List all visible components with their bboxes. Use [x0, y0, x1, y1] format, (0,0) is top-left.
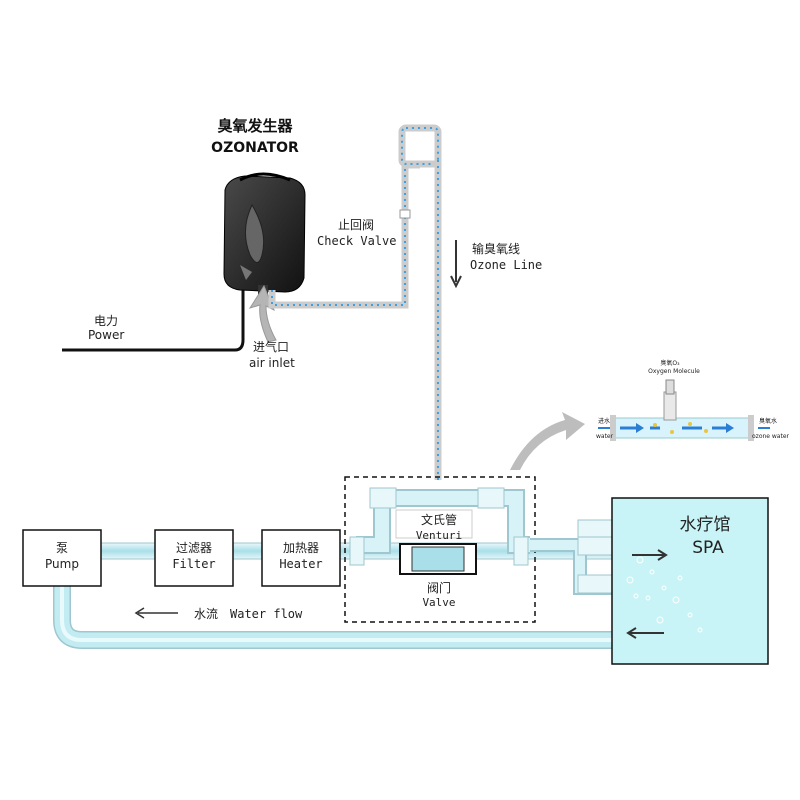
heater-label-cn: 加热器	[283, 541, 319, 555]
inset-right-en: ozone water	[752, 433, 790, 440]
ozone-line-label-en: Ozone Line	[470, 258, 542, 272]
ozonator-title-cn: 臭氧发生器	[217, 117, 293, 135]
return-pipe	[53, 585, 614, 649]
pump-label-cn: 泵	[56, 541, 68, 555]
check-valve-label-en: Check Valve	[317, 234, 396, 248]
ozone-tube	[268, 124, 442, 480]
spa-bubbles	[626, 556, 703, 633]
venturi-label-cn: 文氏管	[421, 512, 457, 527]
filter-label-cn: 过滤器	[176, 541, 212, 555]
spa-label-cn: 水疗馆	[680, 515, 731, 535]
check-valve-label-cn: 止回阀	[338, 218, 374, 232]
valve-label-cn: 阀门	[427, 580, 451, 595]
ozone-line-label-cn: 输臭氧线	[472, 241, 520, 256]
power-label-cn: 电力	[94, 314, 118, 328]
air-inlet-label-cn: 进气口	[253, 339, 289, 354]
spa-inlet-fittings	[530, 519, 617, 595]
filter-box	[154, 529, 234, 587]
power-label-en: Power	[88, 328, 124, 342]
inset-left-en: water	[596, 433, 614, 440]
ozonator-title-en: OZONATOR	[211, 140, 299, 156]
inset-right-cn: 臭氧水	[759, 417, 777, 425]
water-flow-arrow	[134, 607, 178, 619]
spa-label-en: SPA	[692, 538, 724, 558]
air-inlet-label-en: air inlet	[249, 356, 295, 370]
filter-label-en: Filter	[172, 557, 215, 571]
valve-inner	[411, 546, 465, 572]
spa-outflow-arrow	[626, 627, 664, 639]
spa-inflow-arrow	[632, 549, 668, 561]
ozonator-unit	[223, 172, 306, 295]
water-flow-label-en: Water flow	[230, 607, 303, 621]
venturi-bypass-pipes	[349, 487, 530, 566]
spa-tank	[611, 497, 769, 665]
heater-box	[261, 529, 341, 587]
inset-top-cn: 臭氧O₃	[660, 359, 680, 367]
power-cable	[62, 285, 245, 352]
water-flow-label-cn: 水流	[194, 607, 218, 621]
heater-label-en: Heater	[279, 557, 322, 571]
valve-label-en: Valve	[422, 596, 455, 609]
inset-pointer-arrow	[510, 412, 585, 470]
venturi-label-en: Venturi	[416, 529, 462, 542]
inset-top-en: Oxygen Molecule	[648, 368, 700, 375]
inset-left-cn: 进水	[598, 417, 610, 425]
down-arrow	[450, 240, 462, 289]
pump-label-en: Pump	[45, 557, 79, 571]
check-valve-marker	[399, 209, 411, 219]
inset-venturi	[598, 379, 770, 441]
pump-box	[22, 529, 102, 587]
